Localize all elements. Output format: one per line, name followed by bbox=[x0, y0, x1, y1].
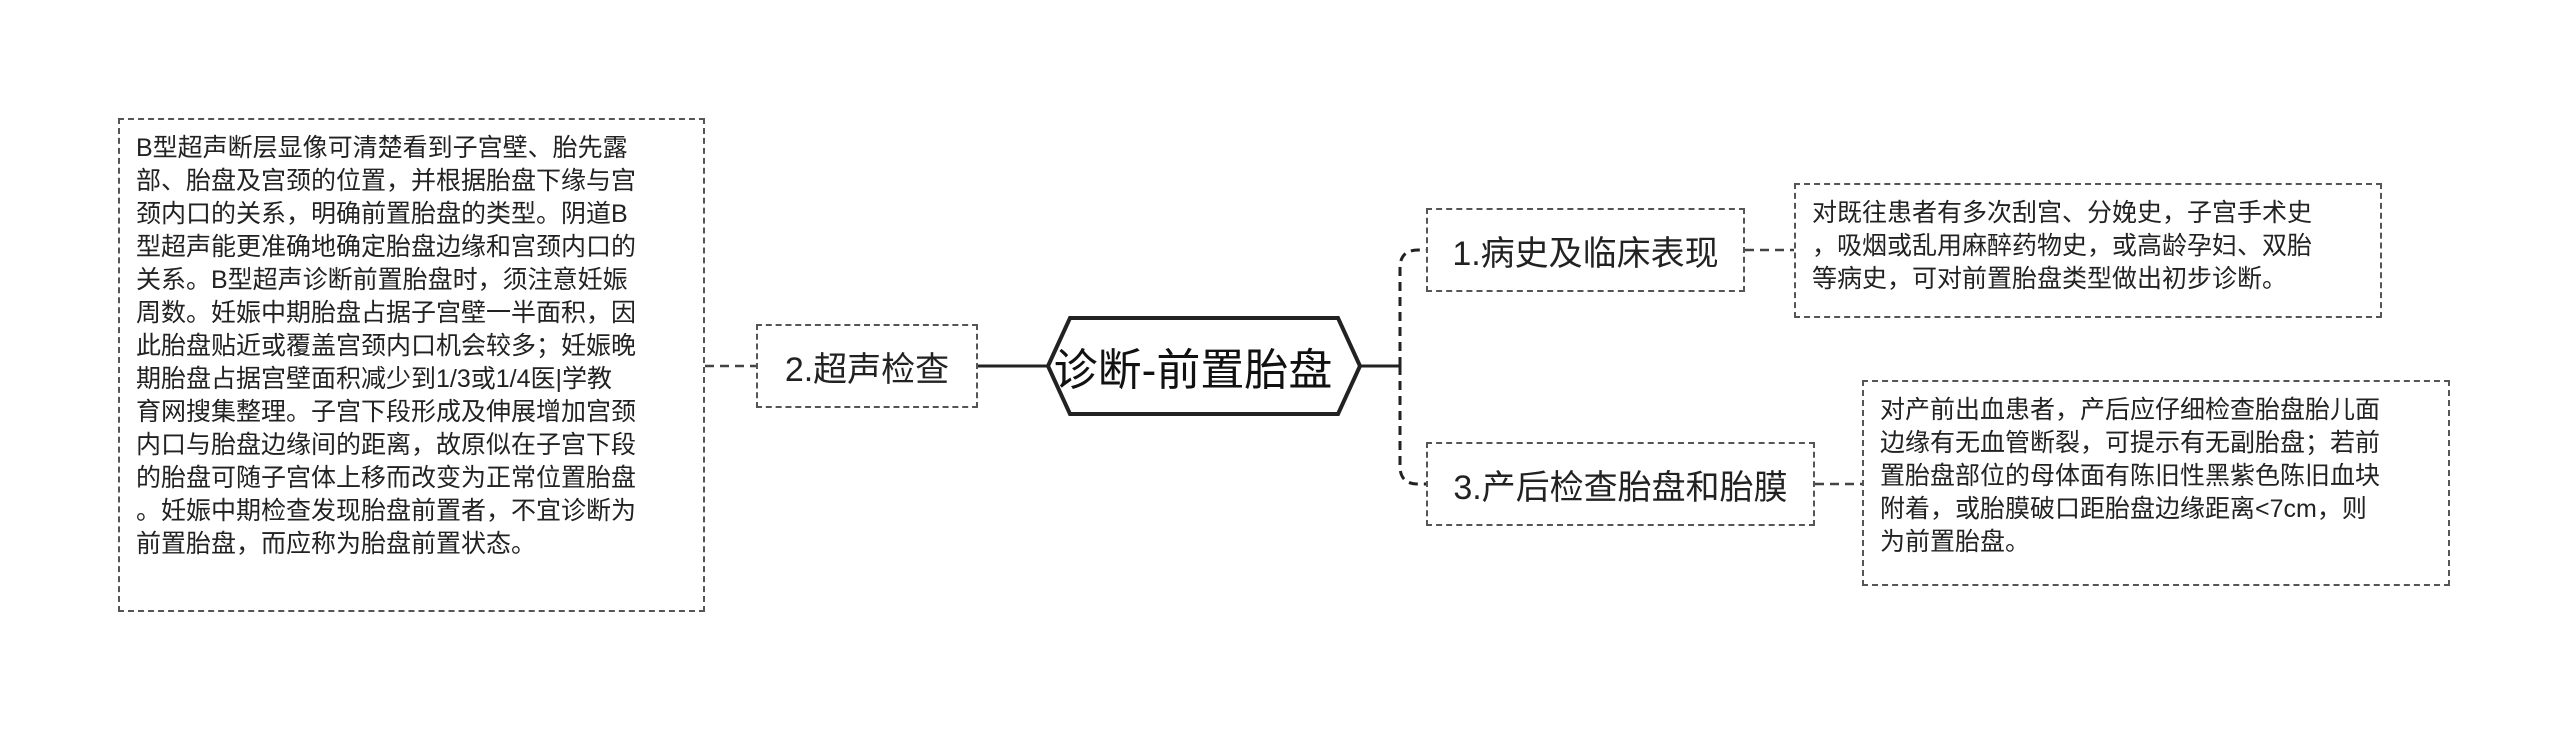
link-right-bottom bbox=[1398, 366, 1426, 486]
topic-ultrasound[interactable]: 2.超声检查 bbox=[756, 324, 978, 408]
detail-line: 前置胎盘，而应称为胎盘前置状态。 bbox=[136, 530, 537, 558]
center-topic[interactable]: 诊断-前置胎盘 bbox=[1053, 346, 1333, 395]
detail-line: 内口与胎盘边缘间的距离，故原似在子宫下段 bbox=[136, 431, 637, 459]
topic-ultrasound-label: 2.超声检查 bbox=[784, 350, 950, 389]
detail-line: 附着，或胎膜破口距胎盘边缘距离<7cm，则 bbox=[1880, 495, 2367, 523]
detail-line: ，吸烟或乱用麻醉药物史，或高龄孕妇、双胎 bbox=[1812, 232, 2313, 260]
link-right-top bbox=[1398, 248, 1426, 366]
detail-ultrasound[interactable]: B型超声断层显像可清楚看到子宫壁、胎先露 部、胎盘及宫颈的位置，并根据胎盘下缘与… bbox=[118, 118, 705, 612]
detail-line: B型超声断层显像可清楚看到子宫壁、胎先露 bbox=[136, 134, 628, 162]
detail-line: 的胎盘可随子宫体上移而改变为正常位置胎盘 bbox=[136, 464, 637, 492]
detail-line: 周数。妊娠中期胎盘占据子宫壁一半面积，因 bbox=[136, 299, 637, 327]
detail-line: 边缘有无血管断裂，可提示有无副胎盘；若前 bbox=[1880, 429, 2381, 457]
topic-postpartum[interactable]: 3.产后检查胎盘和胎膜 bbox=[1426, 442, 1815, 526]
detail-line: 期胎盘占据宫壁面积减少到1/3或1/4医|学教 bbox=[136, 365, 613, 393]
detail-line: 颈内口的关系，明确前置胎盘的类型。阴道B bbox=[136, 200, 628, 228]
detail-history[interactable]: 对既往患者有多次刮宫、分娩史，子宫手术史 ，吸烟或乱用麻醉药物史，或高龄孕妇、双… bbox=[1794, 183, 2382, 318]
detail-line: 型超声能更准确地确定胎盘边缘和宫颈内口的 bbox=[136, 233, 637, 261]
detail-line: 此胎盘贴近或覆盖宫颈内口机会较多；妊娠晚 bbox=[136, 332, 637, 360]
detail-line: 。妊娠中期检查发现胎盘前置者，不宜诊断为 bbox=[136, 497, 637, 525]
topic-postpartum-label: 3.产后检查胎盘和胎膜 bbox=[1453, 468, 1788, 507]
detail-line: 置胎盘部位的母体面有陈旧性黑紫色陈旧血块 bbox=[1880, 462, 2381, 490]
detail-postpartum[interactable]: 对产前出血患者，产后应仔细检查胎盘胎儿面 边缘有无血管断裂，可提示有无副胎盘；若… bbox=[1862, 380, 2450, 586]
detail-line: 对产前出血患者，产后应仔细检查胎盘胎儿面 bbox=[1880, 396, 2381, 424]
detail-line: 部、胎盘及宫颈的位置，并根据胎盘下缘与宫 bbox=[136, 167, 637, 195]
topic-history[interactable]: 1.病史及临床表现 bbox=[1426, 208, 1745, 292]
detail-line: 育网搜集整理。子宫下段形成及伸展增加宫颈 bbox=[136, 398, 637, 426]
detail-line: 关系。B型超声诊断前置胎盘时，须注意妊娠 bbox=[136, 266, 628, 294]
detail-line: 等病史，可对前置胎盘类型做出初步诊断。 bbox=[1812, 265, 2288, 293]
detail-line: 对既往患者有多次刮宫、分娩史，子宫手术史 bbox=[1812, 199, 2313, 227]
topic-history-label: 1.病史及临床表现 bbox=[1452, 234, 1719, 273]
detail-line: 为前置胎盘。 bbox=[1880, 528, 2031, 556]
